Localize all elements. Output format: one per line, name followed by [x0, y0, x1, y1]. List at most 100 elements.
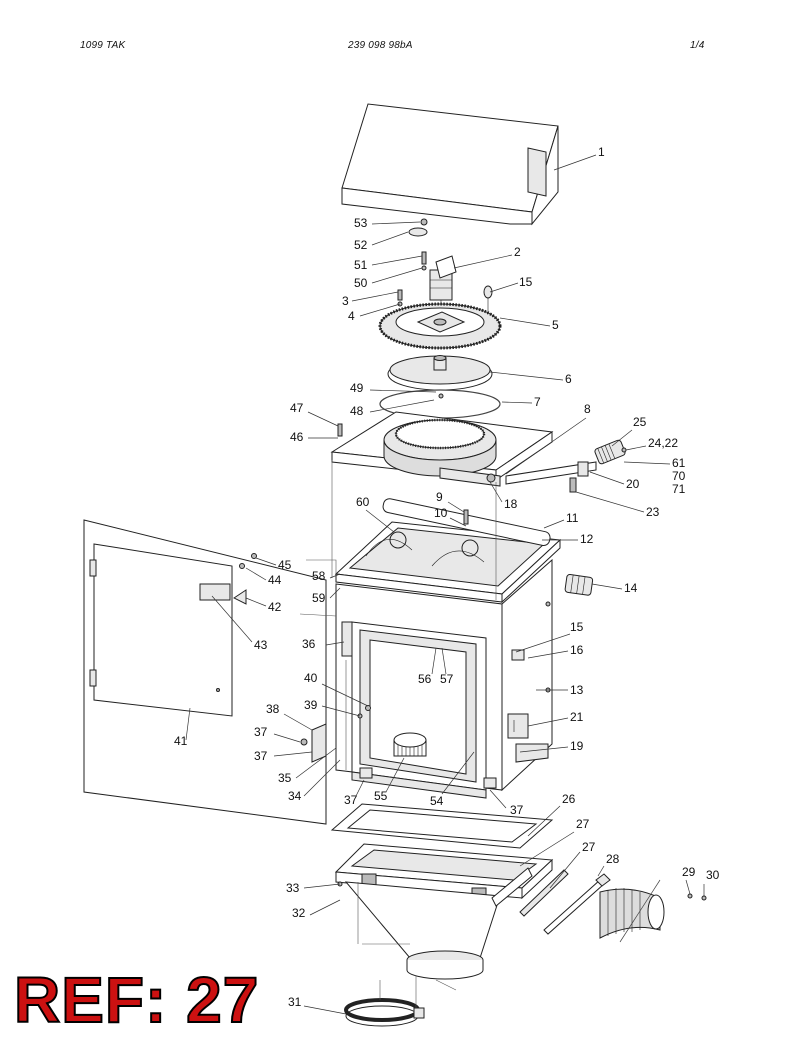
callout-label: 9 — [436, 490, 443, 504]
guide-lines — [299, 460, 497, 1008]
callout-label: 47 — [290, 401, 304, 415]
leader-line — [273, 751, 313, 757]
leader-line — [211, 595, 253, 643]
leader-line — [369, 399, 435, 413]
agitator-module — [334, 498, 562, 604]
callout-label: 15 — [570, 620, 584, 634]
knob-53 — [408, 227, 428, 237]
callout-label: 6 — [565, 372, 572, 386]
leader-line — [321, 705, 361, 717]
callout-label: 42 — [268, 600, 282, 614]
callout-label: 27 — [582, 840, 596, 854]
callout-label: 50 — [354, 276, 368, 290]
leader-line — [359, 303, 401, 317]
callout-label: 37 — [510, 803, 524, 817]
leader-line — [527, 805, 561, 837]
callout-label: 55 — [374, 789, 388, 803]
callout-label: 51 — [354, 258, 368, 272]
leader-line — [245, 597, 267, 607]
callout-label: 1 — [598, 145, 605, 159]
access-door — [83, 519, 327, 825]
screws-top — [397, 251, 493, 318]
callout-label: 10 — [434, 506, 448, 520]
drive-assembly-right — [505, 439, 627, 493]
callout-label: 70 — [672, 469, 686, 483]
outlet-parts — [519, 869, 707, 943]
leader-line — [501, 401, 533, 404]
screw-50 — [438, 393, 444, 399]
leader-line — [351, 291, 399, 302]
callout-label: 5 — [552, 318, 559, 332]
callout-label: 11 — [566, 511, 579, 525]
leader-line — [515, 633, 571, 653]
leader-line — [591, 583, 623, 590]
leader-line — [447, 501, 465, 513]
callout-label: 71 — [672, 482, 686, 496]
leader-line — [371, 231, 409, 246]
leader-line — [453, 254, 513, 269]
leader-line — [371, 221, 421, 225]
leader-line — [303, 1005, 347, 1015]
callout-label: 38 — [266, 702, 280, 716]
callout-label: 37 — [344, 793, 358, 807]
callout-label: 34 — [288, 789, 302, 803]
leader-line — [355, 779, 365, 797]
leader-line — [685, 879, 691, 895]
callout-label: 54 — [430, 794, 444, 808]
callout-label: 40 — [304, 671, 318, 685]
callout-label: 58 — [312, 569, 326, 583]
screw-54 — [420, 218, 428, 226]
callout-label: 46 — [290, 430, 304, 444]
leader-line — [527, 650, 569, 659]
callout-label: 52 — [354, 238, 368, 252]
leader-line — [527, 717, 569, 727]
leader-line — [431, 647, 437, 675]
main-housing — [335, 558, 553, 799]
hopper — [334, 843, 554, 980]
callout-label: 36 — [302, 637, 316, 651]
callout-label: 3 — [342, 294, 349, 308]
leader-line — [321, 683, 369, 707]
leader-line — [611, 429, 633, 447]
callout-label: 48 — [350, 404, 364, 418]
leader-line — [489, 789, 507, 809]
leader-line — [245, 567, 267, 581]
callout-label: 59 — [312, 591, 326, 605]
callout-label: 2 — [514, 245, 521, 259]
leader-line — [489, 371, 564, 381]
leader-line — [623, 461, 671, 465]
callout-label: 61 — [672, 456, 686, 470]
callout-label: 31 — [288, 995, 302, 1009]
callout-label: 28 — [606, 852, 620, 866]
callout-label: 37 — [254, 749, 268, 763]
leader-line — [303, 883, 341, 889]
leader-line — [309, 899, 341, 916]
leader-line — [371, 255, 423, 266]
callout-label: 49 — [350, 381, 364, 395]
leader-line — [329, 587, 341, 599]
cover-hood — [341, 103, 559, 226]
leader-line — [329, 573, 341, 579]
callout-label: 53 — [354, 216, 368, 230]
callout-label: 18 — [504, 497, 518, 511]
callout-label: 12 — [580, 532, 594, 546]
leader-line — [385, 757, 405, 793]
leader-line — [575, 491, 645, 513]
top-frame — [330, 411, 554, 487]
callout-label: 41 — [174, 734, 188, 748]
leader-line — [597, 865, 605, 877]
clamp-ring — [344, 998, 425, 1027]
header-right: 1/4 — [690, 40, 705, 51]
callout-label: 37 — [254, 725, 268, 739]
callout-label: 13 — [570, 683, 584, 697]
gasket-frame — [330, 803, 554, 849]
callout-label: 25 — [633, 415, 647, 429]
callout-label: 35 — [278, 771, 292, 785]
fan-wheel — [393, 732, 427, 757]
leader-line — [449, 517, 467, 527]
callout-label: 57 — [440, 672, 454, 686]
ref-label: REF: 27 — [13, 964, 260, 1036]
callout-label: 14 — [624, 581, 638, 595]
motor — [429, 255, 457, 316]
callout-label: 7 — [534, 395, 541, 409]
